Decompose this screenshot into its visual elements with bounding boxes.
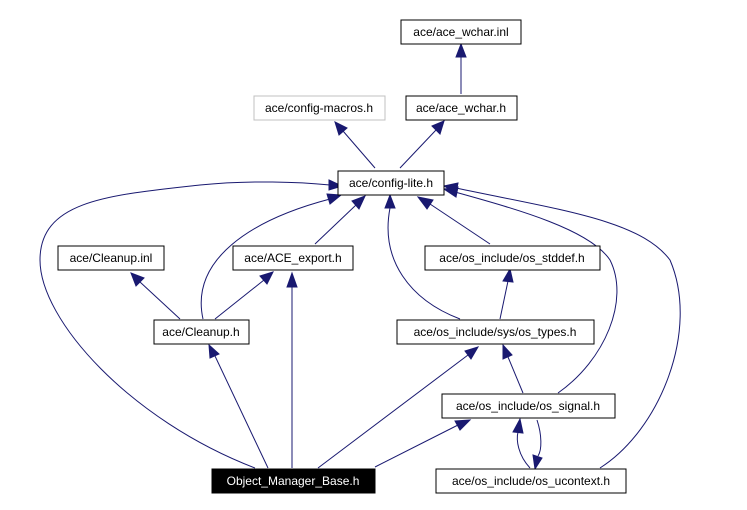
svg-text:ace/os_include/os_signal.h: ace/os_include/os_signal.h <box>456 399 600 413</box>
node-cleanup-h[interactable]: ace/Cleanup.h <box>153 319 250 345</box>
svg-text:ace/config-lite.h: ace/config-lite.h <box>349 176 433 190</box>
node-os-stddef[interactable]: ace/os_include/os_stddef.h <box>424 245 601 271</box>
edge-os-ucontext-to-config-lite <box>442 182 681 469</box>
edge-config-lite-to-config-macros <box>334 121 376 169</box>
svg-text:ace/os_include/sys/os_types.h: ace/os_include/sys/os_types.h <box>414 325 577 339</box>
edge-object-manager-base-to-os-types <box>317 346 480 469</box>
node-os-types[interactable]: ace/os_include/sys/os_types.h <box>396 319 595 345</box>
edge-object-manager-base-to-cleanup-h <box>208 343 269 469</box>
node-os-ucontext[interactable]: ace/os_include/os_ucontext.h <box>435 468 627 494</box>
edge-object-manager-base-to-ace-export <box>286 271 298 468</box>
edge-ace-wchar-h-to-ace-wchar-inl <box>455 42 467 94</box>
edge-os-types-to-config-lite <box>384 193 461 320</box>
node-os-signal[interactable]: ace/os_include/os_signal.h <box>441 393 616 419</box>
svg-text:Object_Manager_Base.h: Object_Manager_Base.h <box>227 474 360 488</box>
node-ace-wchar-h[interactable]: ace/ace_wchar.h <box>405 95 518 121</box>
node-config-macros: ace/config-macros.h <box>253 95 386 121</box>
edge-ace-export-to-config-lite <box>314 195 366 245</box>
edge-cleanup-h-to-config-lite <box>200 193 343 320</box>
edge-object-manager-base-to-os-signal <box>374 419 472 468</box>
edge-os-stddef-to-config-lite <box>416 196 491 245</box>
svg-text:ace/Cleanup.h: ace/Cleanup.h <box>162 325 239 339</box>
svg-text:ace/os_include/os_stddef.h: ace/os_include/os_stddef.h <box>439 251 584 265</box>
svg-text:ace/ACE_export.h: ace/ACE_export.h <box>244 251 341 265</box>
edge-os-ucontext-to-os-signal <box>512 417 531 469</box>
node-ace-export[interactable]: ace/ACE_export.h <box>232 245 354 271</box>
node-ace-wchar-inl[interactable]: ace/ace_wchar.inl <box>400 19 522 45</box>
node-object-manager-base[interactable]: Object_Manager_Base.h <box>211 468 376 494</box>
node-config-lite[interactable]: ace/config-lite.h <box>337 170 445 196</box>
node-cleanup-inl[interactable]: ace/Cleanup.inl <box>57 245 165 271</box>
svg-text:ace/ace_wchar.inl: ace/ace_wchar.inl <box>413 25 508 39</box>
edge-os-types-to-os-stddef <box>499 267 514 320</box>
svg-text:ace/Cleanup.inl: ace/Cleanup.inl <box>70 251 153 265</box>
edge-os-signal-to-os-ucontext <box>532 419 543 471</box>
edge-object-manager-base-to-config-lite <box>39 179 344 469</box>
edge-config-lite-to-ace-wchar-h <box>399 120 445 169</box>
svg-text:ace/os_include/os_ucontext.h: ace/os_include/os_ucontext.h <box>452 474 610 488</box>
edge-cleanup-h-to-cleanup-inl <box>130 272 181 320</box>
edge-cleanup-h-to-ace-export <box>214 271 274 320</box>
svg-text:ace/ace_wchar.h: ace/ace_wchar.h <box>416 101 506 115</box>
svg-text:ace/config-macros.h: ace/config-macros.h <box>265 101 373 115</box>
edge-os-signal-to-os-types <box>502 343 524 394</box>
